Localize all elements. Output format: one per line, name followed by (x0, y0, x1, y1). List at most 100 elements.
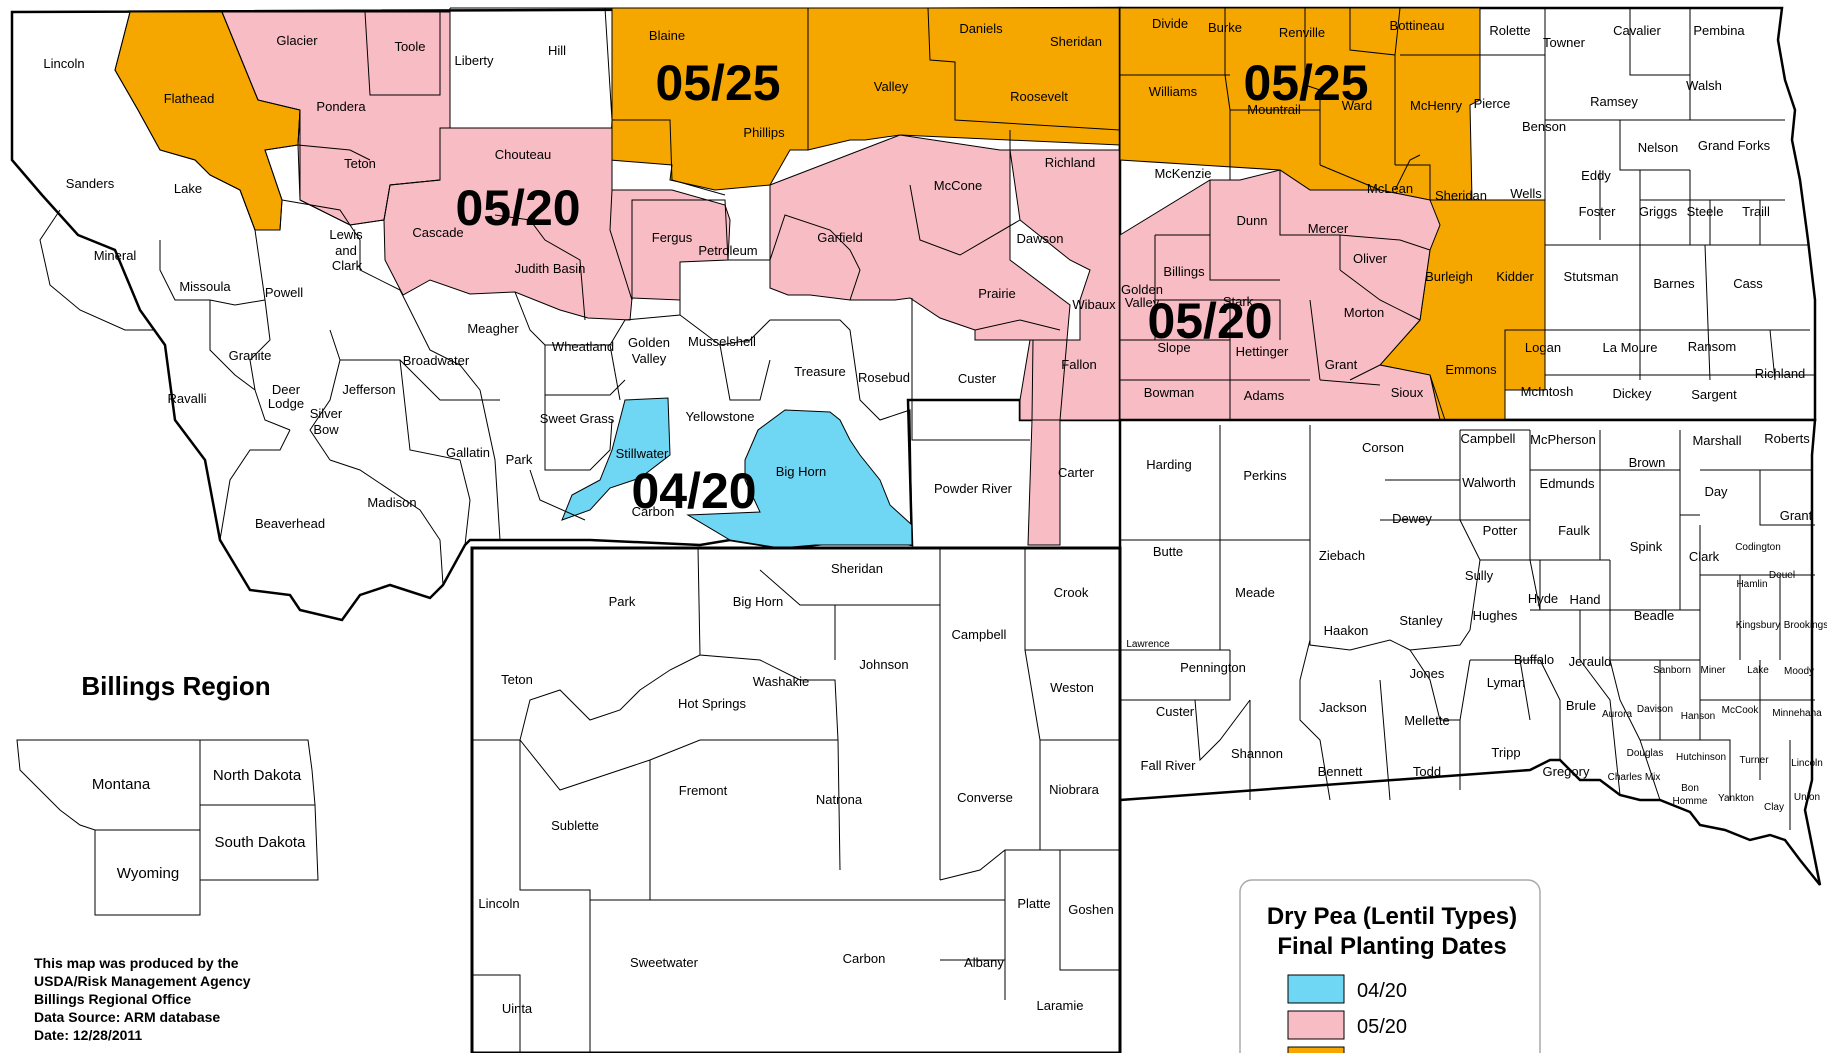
county-label: Lawrence (1126, 639, 1170, 650)
county-label: Uinta (502, 1001, 533, 1016)
map-credits: This map was produced by the USDA/Risk M… (34, 955, 251, 1043)
county-label: Aurora (1602, 709, 1632, 720)
county-label: Hand (1569, 592, 1600, 607)
county-label: Turner (1739, 755, 1769, 766)
county-label: Bottineau (1390, 18, 1445, 33)
county-label: Pembina (1693, 23, 1745, 38)
county-label: Jerauld (1569, 654, 1612, 669)
county-label: Benson (1522, 119, 1566, 134)
legend-box (1239, 879, 1541, 1053)
county-label: Sargent (1691, 387, 1737, 402)
county-label: Rolette (1489, 23, 1530, 38)
county-label: McIntosh (1521, 384, 1574, 399)
legend-label: 04/20 (1357, 980, 1407, 1002)
county-label: Dunn (1236, 213, 1267, 228)
county-label: McHenry (1410, 98, 1463, 113)
inset-south-dakota-label: South Dakota (215, 834, 307, 851)
county-label: Stutsman (1564, 269, 1619, 284)
county-label: Eddy (1581, 168, 1611, 183)
county-label: McLean (1367, 181, 1413, 196)
county-label: Barnes (1653, 276, 1695, 291)
county-label: Fergus (652, 230, 693, 245)
county-label: Clark (332, 258, 363, 273)
county-label: Park (609, 594, 636, 609)
county-label: Renville (1279, 25, 1325, 40)
county-label: Emmons (1445, 362, 1497, 377)
county-label: Spink (1630, 539, 1663, 554)
county-label: Lincoln (1791, 758, 1823, 769)
county-label: Toole (394, 39, 425, 54)
credit-line-5: Date: 12/28/2011 (34, 1027, 142, 1043)
county-label: Corson (1362, 440, 1404, 455)
county-label: Ramsey (1590, 94, 1638, 109)
county-label: Lewis (329, 227, 363, 242)
county-label: Goshen (1068, 902, 1114, 917)
wyoming-county-lines (472, 547, 1120, 1053)
county-label: Harding (1146, 457, 1192, 472)
county-label: Haakon (1324, 623, 1369, 638)
county-label: Richland (1755, 366, 1806, 381)
county-label: Fremont (679, 783, 728, 798)
county-label: Towner (1543, 35, 1586, 50)
county-label: Cavalier (1613, 23, 1661, 38)
county-label: Grant (1780, 508, 1813, 523)
county-label: Nelson (1638, 140, 1678, 155)
county-label: Sheridan (1050, 34, 1102, 49)
county-label: Sweet Grass (540, 411, 615, 426)
county-label: Treasure (794, 364, 846, 379)
county-label: Carbon (632, 504, 675, 519)
county-label: Dickey (1612, 386, 1652, 401)
county-label: Gregory (1543, 764, 1590, 779)
county-label: Lincoln (43, 56, 84, 71)
county-label: Teton (501, 672, 533, 687)
county-label: Stark (1223, 294, 1254, 309)
county-label: Niobrara (1049, 782, 1100, 797)
county-label: Madison (367, 495, 416, 510)
county-label: Minnehaha (1772, 708, 1822, 719)
county-label: Meade (1235, 585, 1275, 600)
county-label: Powder River (934, 481, 1013, 496)
county-label: Garfield (817, 230, 863, 245)
county-label: Brookings (1784, 620, 1827, 631)
county-label: McPherson (1530, 432, 1596, 447)
legend-swatch (1287, 1010, 1345, 1040)
county-label: Lyman (1487, 675, 1526, 690)
county-label: Richland (1045, 155, 1096, 170)
county-label: Clay (1764, 802, 1784, 813)
county-label: Jones (1410, 666, 1445, 681)
montana-county-lines (39, 7, 1121, 586)
inset-wyoming-label: Wyoming (117, 865, 179, 882)
county-label: Jefferson (342, 382, 395, 397)
inset-wyoming (94, 829, 201, 916)
county-label: Golden (1121, 282, 1163, 297)
county-label: Wibaux (1072, 297, 1116, 312)
county-label: Teton (344, 156, 376, 171)
county-label: McKenzie (1154, 166, 1211, 181)
county-label: Sanders (66, 176, 115, 191)
county-label: Codington (1735, 542, 1781, 553)
county-label: Sully (1465, 568, 1494, 583)
north-dakota-state (1118, 6, 1817, 422)
county-label: Logan (1525, 340, 1561, 355)
county-label: Ziebach (1319, 548, 1365, 563)
county-label: Edmunds (1540, 476, 1595, 491)
county-label: Rosebud (858, 370, 910, 385)
legend-title-line-2: Final Planting Dates (1277, 933, 1506, 960)
county-label: Cass (1733, 276, 1763, 291)
county-label: Campbell (952, 627, 1007, 642)
county-label: Liberty (454, 53, 494, 68)
county-label: Gallatin (446, 445, 490, 460)
county-label: Albany (964, 955, 1004, 970)
county-label: Broadwater (403, 353, 470, 368)
county-label: Prairie (978, 286, 1016, 301)
legend-swatch (1287, 1046, 1345, 1053)
county-label: Sheridan (1435, 188, 1487, 203)
county-label: La Moure (1603, 340, 1658, 355)
county-label: Roosevelt (1010, 89, 1068, 104)
county-label: Billings (1163, 264, 1205, 279)
county-label: McCone (934, 178, 982, 193)
county-label: Bow (313, 422, 339, 437)
